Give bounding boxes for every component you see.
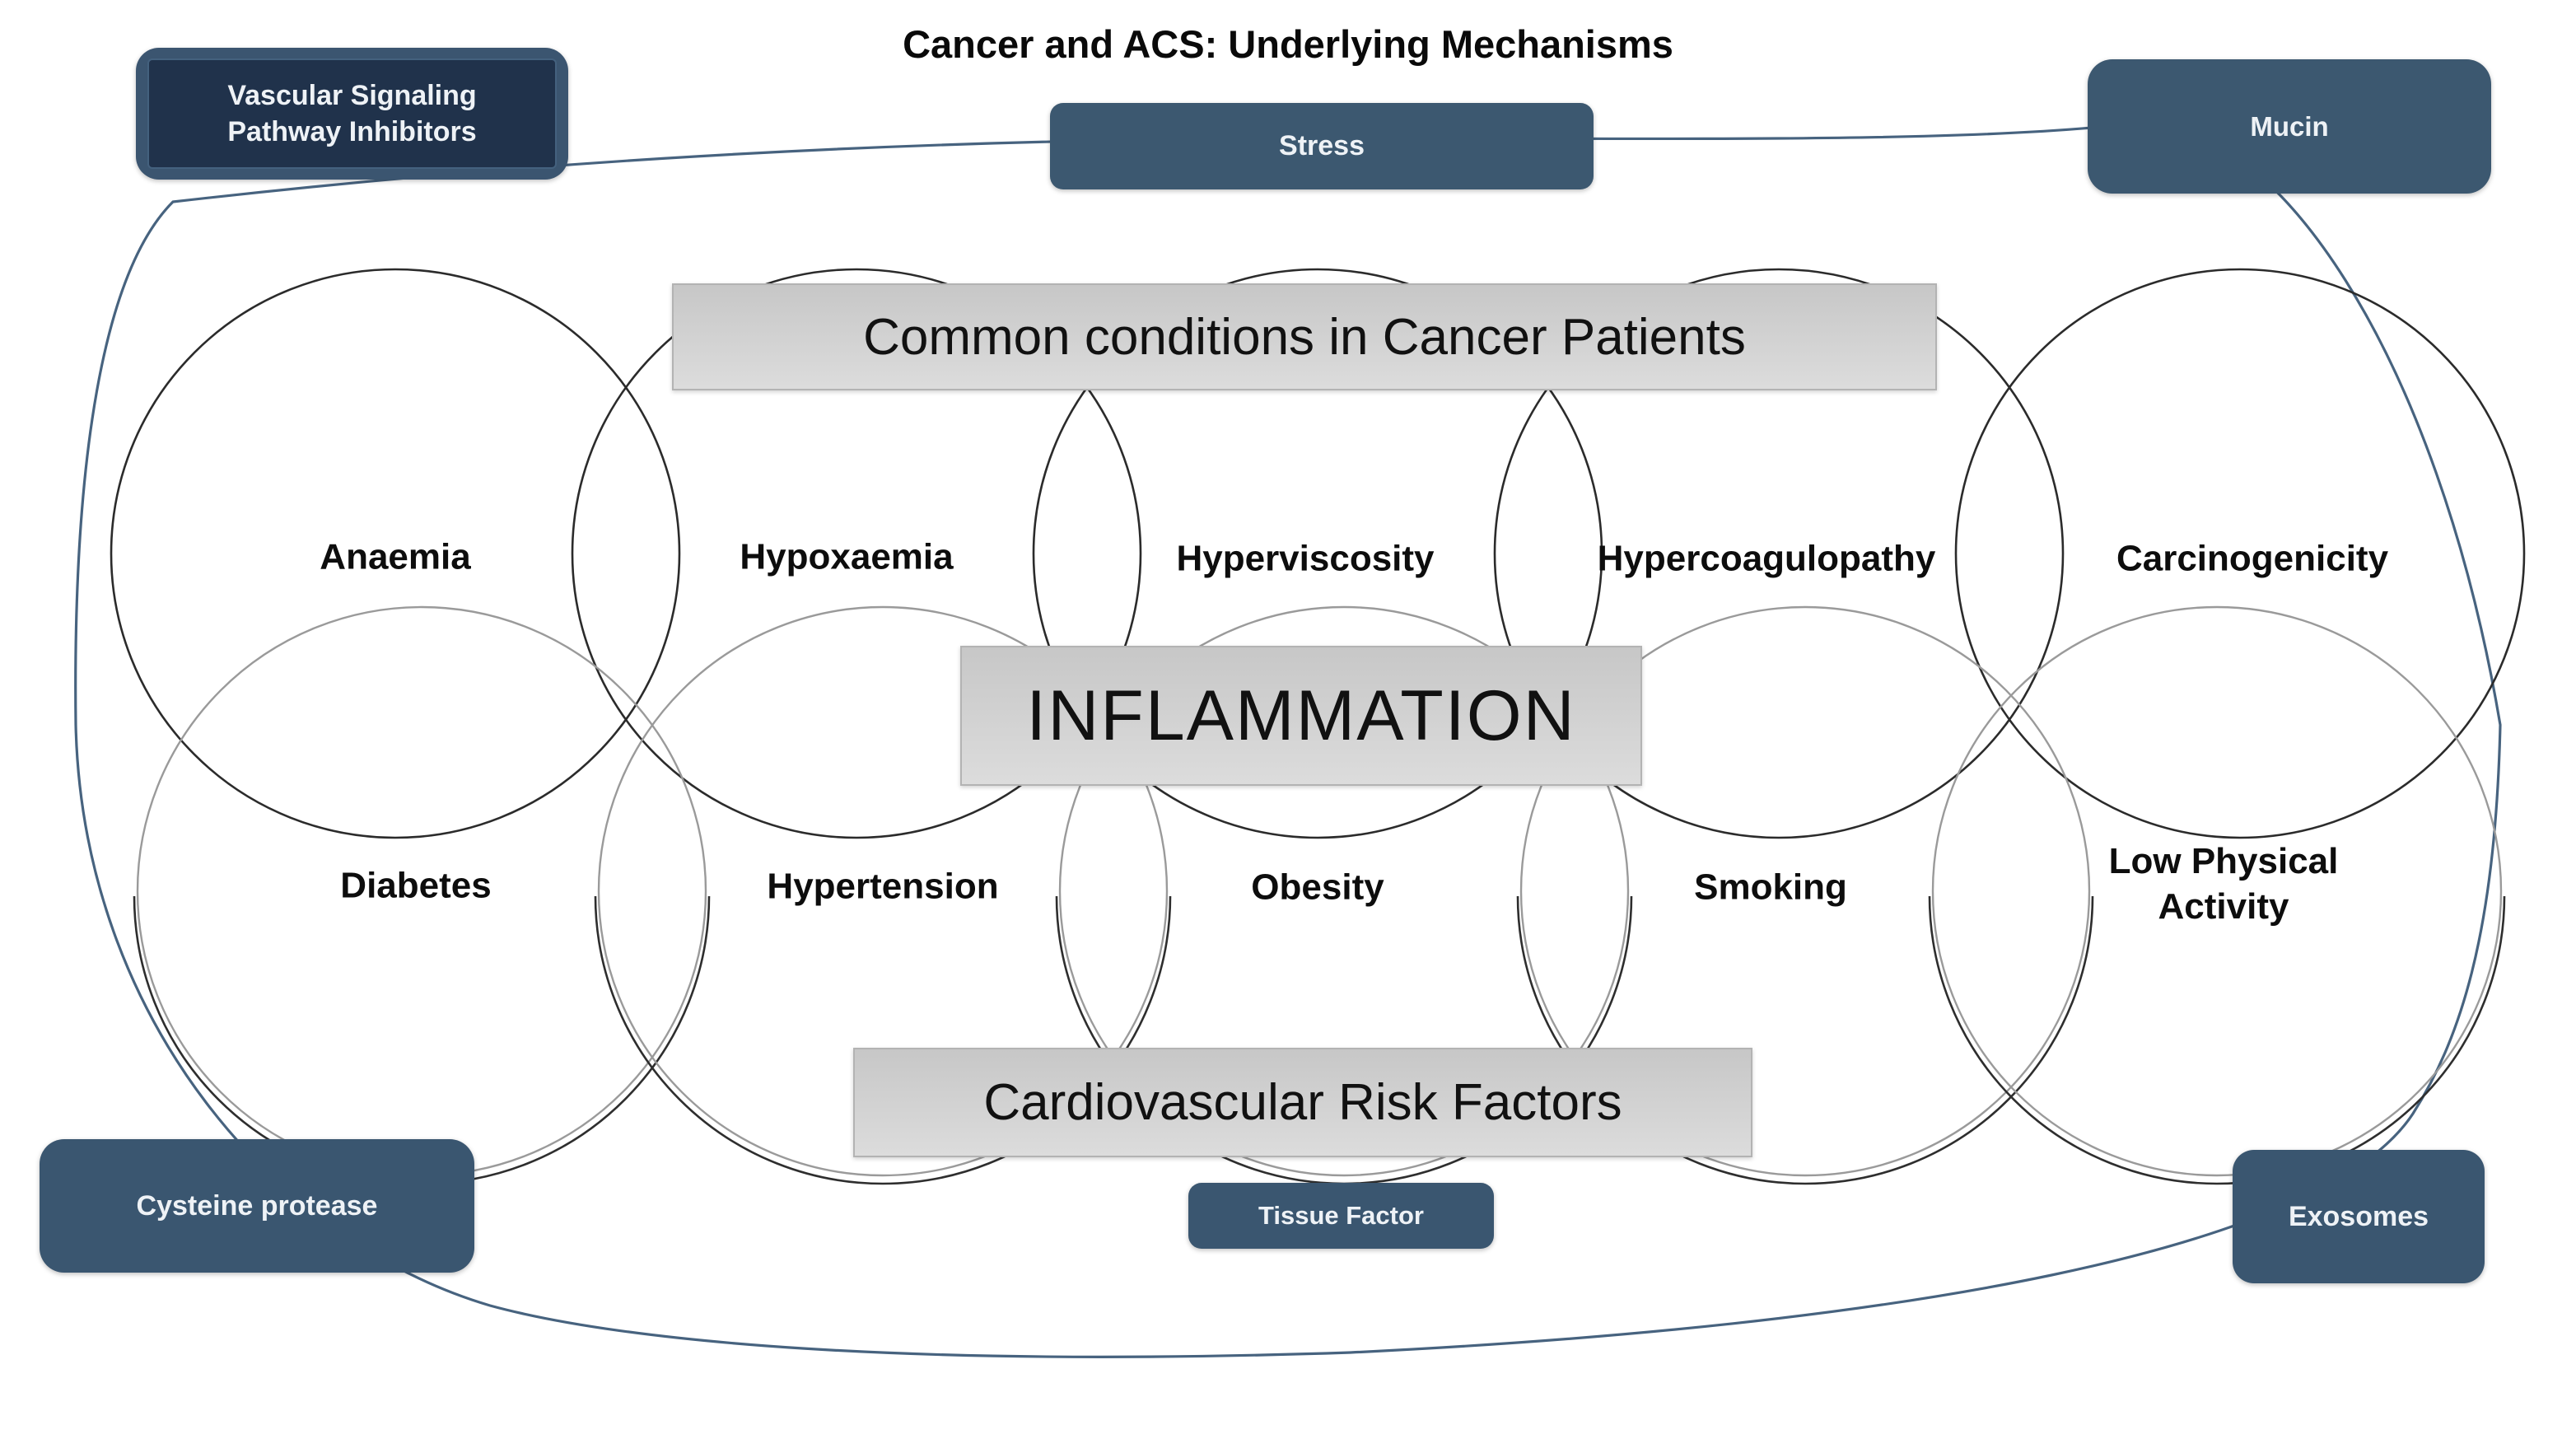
label-diabetes: Diabetes: [340, 865, 492, 906]
banner-common-conditions: Common conditions in Cancer Patients: [672, 283, 1937, 390]
banner-common-conditions-label: Common conditions in Cancer Patients: [863, 308, 1746, 366]
label-hypertension: Hypertension: [767, 866, 999, 907]
circle-carcinogenicity: [1954, 268, 2526, 839]
label-low-physical-activity: Low Physical Activity: [2108, 841, 2339, 927]
node-tissue-factor-label: Tissue Factor: [1258, 1201, 1424, 1230]
label-smoking: Smoking: [1694, 867, 1847, 908]
node-tissue-factor: Tissue Factor: [1188, 1183, 1494, 1249]
label-obesity: Obesity: [1251, 867, 1384, 908]
label-carcinogenicity: Carcinogenicity: [2116, 538, 2389, 579]
circle-smoking: [1516, 605, 2094, 1185]
label-anaemia: Anaemia: [320, 536, 471, 577]
circle-hypertension: [594, 605, 1172, 1185]
circle-low-physical-activity: [1928, 605, 2506, 1185]
page-title: Cancer and ACS: Underlying Mechanisms: [903, 22, 1673, 66]
label-hyperviscosity: Hyperviscosity: [1176, 538, 1435, 579]
label-hypoxaemia: Hypoxaemia: [740, 536, 954, 577]
circle-hypoxaemia: [571, 268, 1142, 839]
node-mucin: Mucin: [2088, 59, 2491, 194]
node-stress-label: Stress: [1279, 130, 1365, 161]
circle-anaemia: [110, 268, 681, 839]
node-vascular-signaling-label: Vascular Signaling Pathway Inhibitors: [227, 79, 477, 147]
banner-inflammation-label: INFLAMMATION: [1026, 675, 1576, 755]
node-cysteine-protease-label: Cysteine protease: [136, 1189, 378, 1222]
outer-loop-curve: [74, 121, 2502, 1358]
node-vascular-signaling: Vascular Signaling Pathway Inhibitors: [136, 48, 568, 180]
node-cysteine-protease: Cysteine protease: [40, 1139, 474, 1273]
banner-cardiovascular-label: Cardiovascular Risk Factors: [983, 1074, 1622, 1131]
node-vascular-signaling-panel: Vascular Signaling Pathway Inhibitors: [147, 58, 557, 169]
node-exosomes: Exosomes: [2233, 1150, 2485, 1283]
circle-hypercoagulopathy: [1493, 268, 2065, 839]
banner-cardiovascular-risk-factors: Cardiovascular Risk Factors: [853, 1048, 1752, 1157]
circle-hyperviscosity: [1032, 268, 1603, 839]
node-exosomes-label: Exosomes: [2288, 1200, 2429, 1232]
node-stress: Stress: [1050, 103, 1594, 189]
node-mucin-label: Mucin: [2250, 110, 2329, 142]
label-hypercoagulopathy: Hypercoagulopathy: [1597, 538, 1936, 579]
banner-inflammation: INFLAMMATION: [960, 646, 1642, 786]
